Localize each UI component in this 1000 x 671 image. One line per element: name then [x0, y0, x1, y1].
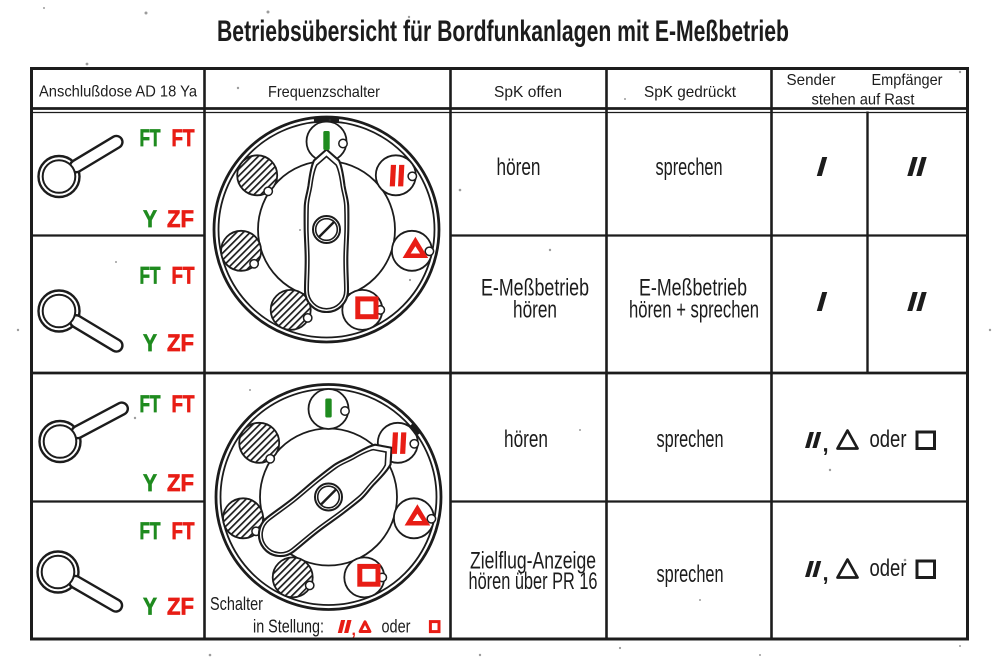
svg-text:Y: Y [143, 330, 157, 357]
svg-text:oder: oder [382, 617, 411, 637]
svg-text:Y: Y [143, 206, 157, 233]
svg-text:FT: FT [140, 263, 161, 290]
svg-text:ZF: ZF [167, 330, 194, 357]
svg-text:Frequenzschalter: Frequenzschalter [268, 84, 381, 101]
svg-text:stehen auf Rast: stehen auf Rast [812, 92, 916, 109]
svg-text:Sender: Sender [787, 72, 837, 89]
svg-text:E-Meßbetrieb: E-Meßbetrieb [639, 275, 747, 302]
svg-text:FT: FT [172, 125, 195, 152]
svg-text:Empfänger: Empfänger [872, 72, 944, 89]
svg-text:FT: FT [172, 518, 195, 545]
svg-text:FT: FT [172, 263, 195, 290]
svg-text:in Stellung:: in Stellung: [253, 617, 324, 637]
svg-text:hören: hören [497, 154, 541, 181]
svg-text:FT: FT [172, 391, 195, 418]
svg-text:Betriebsübersicht für Bordfunk: Betriebsübersicht für Bordfunkanlagen mi… [217, 15, 789, 48]
svg-text:sprechen: sprechen [657, 426, 724, 453]
svg-text:,: , [352, 622, 356, 639]
svg-text:Schalter: Schalter [210, 594, 263, 614]
svg-text:hören: hören [513, 297, 557, 324]
svg-text:FT: FT [140, 518, 161, 545]
svg-text:hören: hören [504, 426, 548, 453]
svg-text:sprechen: sprechen [657, 561, 724, 588]
svg-text:SpK offen: SpK offen [494, 84, 562, 101]
svg-text:sprechen: sprechen [656, 154, 723, 181]
svg-text:,: , [823, 432, 829, 457]
svg-text:Y: Y [143, 470, 157, 497]
svg-text:SpK gedrückt: SpK gedrückt [644, 84, 737, 101]
svg-text:ZF: ZF [167, 206, 194, 233]
svg-text:FT: FT [140, 391, 161, 418]
svg-text:Anschlußdose AD 18 Ya: Anschlußdose AD 18 Ya [39, 84, 197, 101]
svg-text:,: , [823, 561, 829, 586]
svg-text:FT: FT [140, 125, 161, 152]
svg-text:hören + sprechen: hören + sprechen [629, 297, 759, 324]
svg-text:Y: Y [143, 594, 157, 621]
svg-text:oder: oder [870, 426, 907, 453]
svg-text:Zielflug-Anzeige: Zielflug-Anzeige [470, 548, 596, 575]
svg-text:hören über PR 16: hören über PR 16 [469, 568, 598, 595]
svg-text:ZF: ZF [167, 470, 194, 497]
svg-text:E-Meßbetrieb: E-Meßbetrieb [481, 275, 589, 302]
svg-text:oder: oder [870, 555, 907, 582]
svg-text:ZF: ZF [167, 594, 194, 621]
